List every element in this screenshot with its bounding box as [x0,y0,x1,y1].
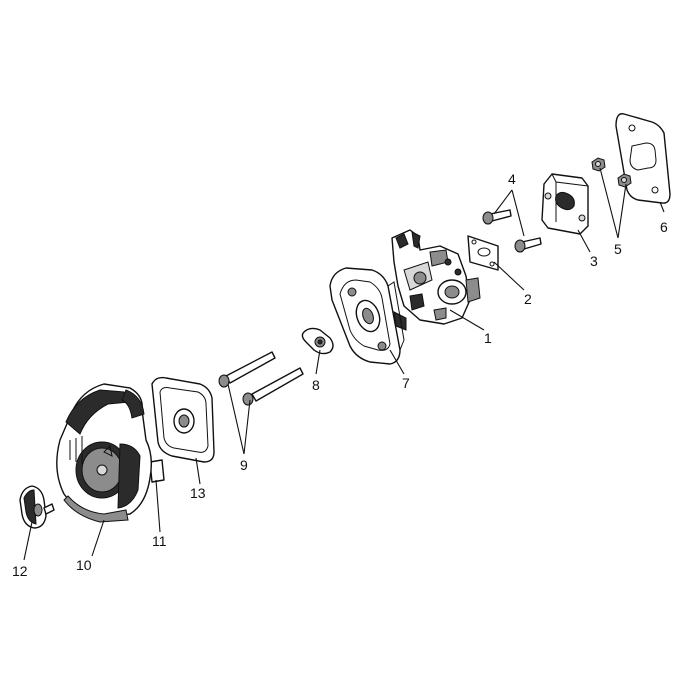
part-1-carburetor [391,229,481,325]
leader-11 [155,479,161,533]
part-2-gasket [467,235,499,271]
leader-12 [23,521,33,561]
callout-1: 1 [484,330,492,346]
part-6-gasket [615,113,671,204]
callout-3: 3 [590,253,598,269]
callout-12: 12 [12,563,28,579]
part-13-air-filter [151,376,215,463]
callout-2: 2 [524,291,532,307]
leader-3 [577,229,591,253]
leader-9a [227,383,245,455]
leader-7 [389,349,405,375]
leader-2 [493,261,525,291]
leader-8 [315,349,321,375]
leader-5a [599,167,619,239]
callout-11: 11 [152,533,167,549]
part-12-knob [19,485,55,529]
leader-lines [23,167,665,561]
part-5-nuts [591,157,632,188]
callout-13: 13 [190,485,206,501]
leader-1 [449,309,485,331]
callout-7: 7 [402,375,410,391]
leader-5b [617,183,627,239]
callout-labels: 1 2 3 4 5 6 7 8 9 10 11 12 13 [12,171,668,579]
leader-6 [659,201,665,213]
leader-13 [195,457,201,485]
callout-10: 10 [76,557,92,573]
callout-8: 8 [312,377,320,393]
part-11-label [149,459,165,483]
callout-9: 9 [240,457,248,473]
leader-9b [243,399,251,455]
callout-5: 5 [614,241,622,257]
leader-4b [511,189,525,237]
callout-4: 4 [508,171,516,187]
part-8-choke-plate [301,327,334,355]
part-9-bolts [218,351,304,406]
callout-6: 6 [660,219,668,235]
part-3-insulator [541,173,589,235]
leader-4a [493,189,513,215]
part-10-filter-cover [56,383,153,523]
part-7-filter-base [329,267,407,365]
part-4-screws [482,209,542,253]
leader-10 [91,519,105,557]
